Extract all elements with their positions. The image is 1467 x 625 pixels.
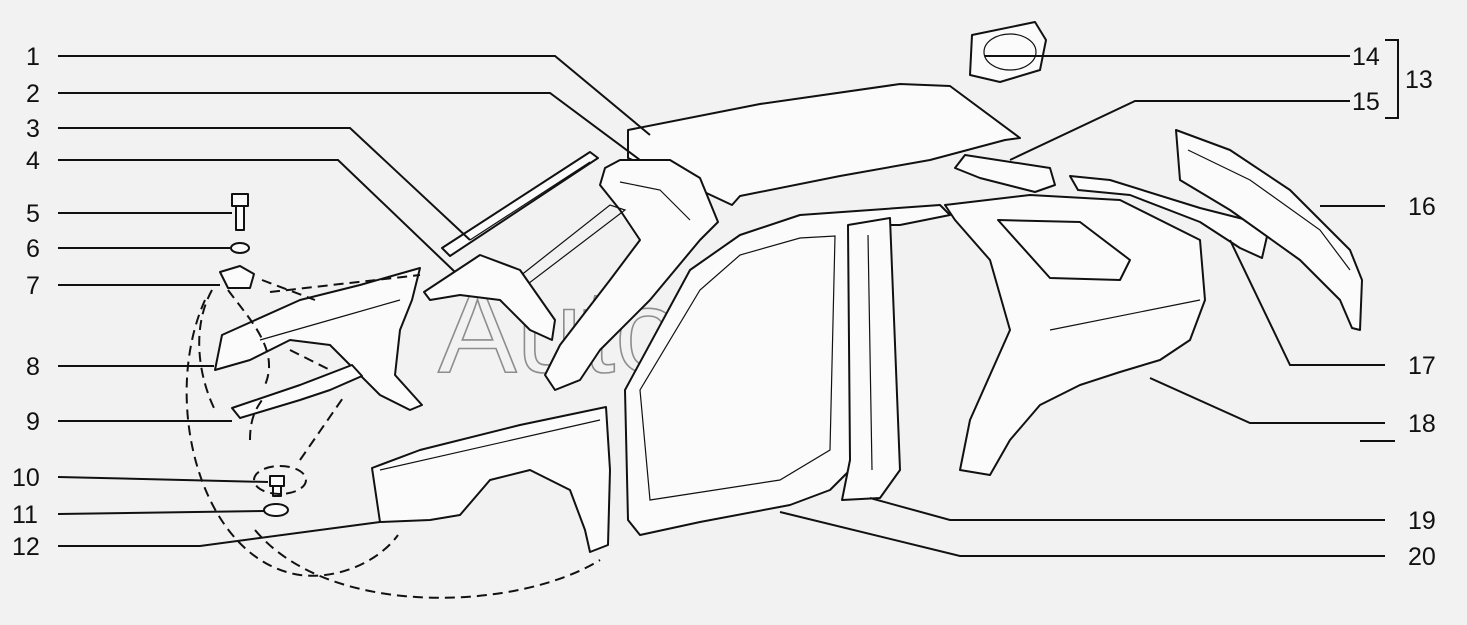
callout-9: 9 — [26, 408, 40, 436]
assembly-line — [299, 394, 346, 461]
clip-part — [219, 265, 255, 289]
leader-lines — [57, 39, 1399, 557]
callout-14: 14 — [1352, 43, 1380, 71]
callout-18: 18 — [1408, 410, 1436, 438]
callout-19: 19 — [1408, 507, 1436, 535]
callout-2: 2 — [26, 80, 40, 108]
bolt-part — [231, 193, 249, 231]
assembly-line — [185, 299, 399, 577]
callout-11: 11 — [12, 501, 38, 529]
callout-20: 20 — [1408, 543, 1436, 571]
fuel-filler-door — [969, 21, 1047, 83]
callout-4: 4 — [26, 147, 40, 175]
roof-rear-rail — [954, 154, 1056, 193]
front-fender — [371, 406, 611, 553]
assembly-line — [198, 289, 216, 411]
fender-inner-panel — [214, 267, 423, 411]
assembly-line — [249, 399, 263, 441]
b-pillar — [841, 217, 901, 501]
star-washer-part — [263, 503, 289, 517]
callout-16: 16 — [1408, 193, 1436, 221]
callout-5: 5 — [26, 200, 40, 228]
callout-13: 13 — [1405, 66, 1433, 94]
callout-6: 6 — [26, 235, 40, 263]
assembly-group — [253, 465, 307, 495]
callout-8: 8 — [26, 353, 40, 381]
small-bolt-part — [269, 475, 285, 497]
callout-1: 1 — [26, 43, 40, 71]
assembly-line — [227, 289, 271, 386]
assembly-line — [261, 274, 421, 301]
callout-10: 10 — [12, 464, 40, 492]
callout-12: 12 — [12, 533, 40, 561]
front-pillar — [423, 254, 556, 341]
washer-part — [230, 242, 250, 254]
rear-panel — [1175, 129, 1363, 331]
assembly-line — [289, 349, 331, 371]
windshield-frame — [544, 159, 719, 391]
rear-quarter-panel — [944, 194, 1206, 476]
callout-numbers: 1 2 3 4 5 6 7 8 9 10 11 12 14 15 13 16 1… — [12, 43, 1436, 571]
callout-7: 7 — [26, 272, 40, 300]
assembly-line — [254, 529, 601, 599]
callout-3: 3 — [26, 115, 40, 143]
callout-15: 15 — [1352, 88, 1380, 116]
rear-rail — [1069, 175, 1269, 259]
roof-rail — [441, 151, 599, 257]
callout-17: 17 — [1408, 352, 1436, 380]
fender-stay — [231, 364, 363, 419]
